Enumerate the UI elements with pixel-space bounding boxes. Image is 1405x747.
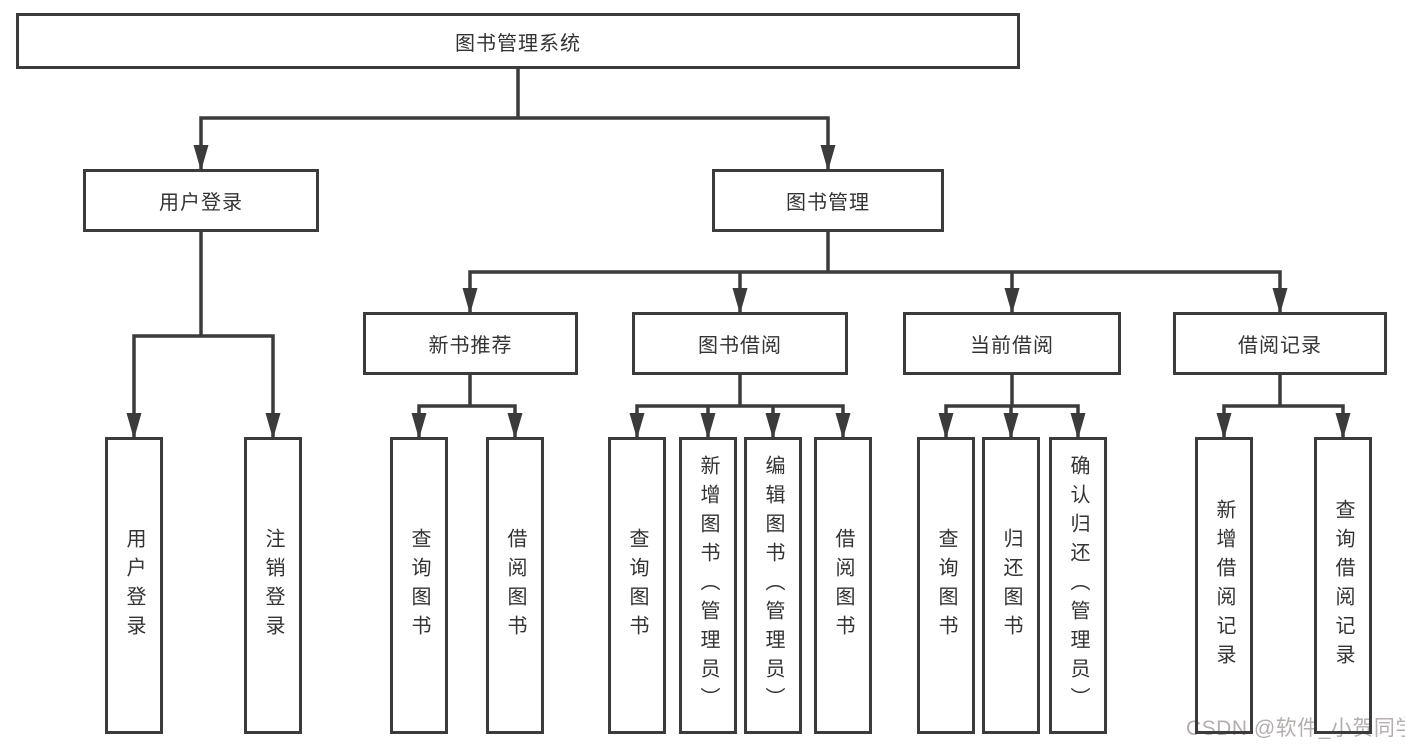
node-query-books-current: 查询图书 bbox=[917, 437, 975, 734]
node-borrowing-records: 借阅记录 bbox=[1173, 312, 1387, 375]
node-logout: 注销登录 bbox=[244, 437, 302, 734]
node-borrow-books-leaf: 借阅图书 bbox=[814, 437, 872, 734]
node-query-books-borrow: 查询图书 bbox=[608, 437, 666, 734]
node-add-borrow-record: 新增借阅记录 bbox=[1195, 437, 1253, 734]
node-add-book-admin: 新增图书（管理员） bbox=[679, 437, 737, 734]
node-library-management-system: 图书管理系统 bbox=[16, 13, 1020, 69]
node-new-book-recommendation: 新书推荐 bbox=[363, 312, 578, 375]
node-user-login-leaf: 用户登录 bbox=[105, 437, 163, 734]
node-book-management: 图书管理 bbox=[712, 169, 944, 232]
tree-edges bbox=[132, 69, 1345, 437]
node-user-login: 用户登录 bbox=[83, 169, 319, 232]
node-return-book: 归还图书 bbox=[982, 437, 1040, 734]
node-query-books-recommend: 查询图书 bbox=[390, 437, 448, 734]
node-borrow-books-recommend: 借阅图书 bbox=[486, 437, 544, 734]
csdn-watermark: CSDN @软件_小贺同学 bbox=[1186, 717, 1405, 740]
node-edit-book-admin: 编辑图书（管理员） bbox=[744, 437, 802, 734]
node-query-borrow-record: 查询借阅记录 bbox=[1314, 437, 1372, 734]
arrowhead-icons bbox=[126, 145, 1351, 439]
node-confirm-return-admin: 确认归还（管理员） bbox=[1049, 437, 1107, 734]
node-current-borrowing: 当前借阅 bbox=[903, 312, 1121, 375]
node-book-borrowing: 图书借阅 bbox=[632, 312, 848, 375]
